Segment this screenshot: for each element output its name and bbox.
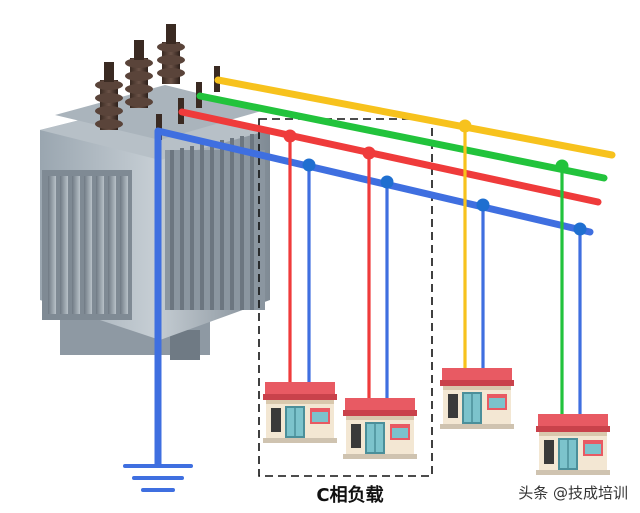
phase-a-line xyxy=(214,76,616,159)
phase-lines xyxy=(154,76,616,236)
phase-b-line xyxy=(196,92,608,182)
house-icon xyxy=(262,381,338,444)
watermark: 头条 @技成培训 xyxy=(518,484,628,502)
house-icon xyxy=(439,367,515,430)
junction-dots xyxy=(283,119,587,236)
load-highlight-box xyxy=(258,118,433,477)
house-icon xyxy=(535,413,611,476)
ground-icon xyxy=(123,464,193,492)
phase-c-line xyxy=(178,108,602,206)
load-label: C相负载 xyxy=(316,485,384,506)
drop-wires xyxy=(288,126,582,424)
neutral-line xyxy=(154,127,594,236)
house-icon xyxy=(342,397,418,460)
